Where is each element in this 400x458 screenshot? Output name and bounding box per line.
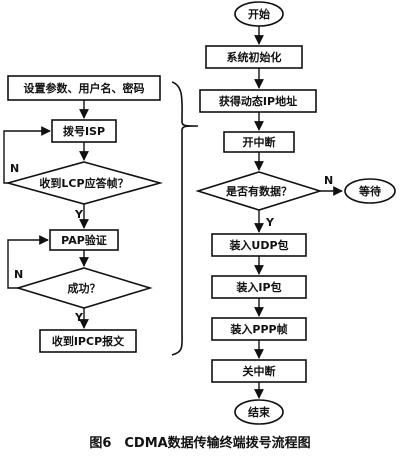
- disable-interrupt-label: 关中断: [243, 364, 276, 378]
- success-yes-label: Y: [74, 311, 84, 324]
- wait-label: 等待: [358, 184, 381, 198]
- lcp-no-label: N: [10, 162, 19, 175]
- figure-caption: 图6 CDMA数据传输终端拨号流程图: [89, 435, 310, 451]
- success-check-label: 成功？: [68, 281, 101, 295]
- ipcp-box: [39, 329, 137, 353]
- ipcp-label: 收到IPCP报文: [52, 334, 125, 348]
- detail-brace: [171, 81, 199, 356]
- enable-interrupt-label: 开中断: [243, 135, 276, 149]
- edge-lcp-no-loop: [3, 126, 51, 184]
- data-no-label: N: [324, 174, 333, 187]
- dial-isp-label: 拨号ISP: [63, 124, 105, 138]
- data-check-label: 是否有数据？: [225, 184, 292, 198]
- load-ppp-label: 装入PPP帧: [229, 322, 287, 336]
- end-terminal: [234, 399, 284, 425]
- success-no-label: N: [14, 268, 23, 281]
- load-ip-label: 装入IP包: [235, 280, 281, 294]
- edge-success-no-loop: [7, 235, 49, 289]
- get-dynamic-ip-label: 获得动态IP地址: [219, 94, 297, 108]
- end-label: 结束: [247, 405, 271, 419]
- data-yes-label: Y: [265, 216, 275, 229]
- system-init-box: [205, 45, 303, 69]
- pap-auth-label: PAP验证: [61, 233, 107, 247]
- setup-params-label: 设置参数、用户名、密码: [24, 81, 145, 95]
- lcp-check-label: 收到LCP应答帧？: [39, 176, 128, 190]
- system-init-label: 系统初始化: [227, 50, 282, 64]
- lcp-yes-label: Y: [74, 208, 84, 221]
- get-dynamic-ip-box: [199, 89, 317, 113]
- wait-terminal: [344, 178, 396, 204]
- start-label: 开始: [248, 7, 270, 21]
- load-udp-label: 装入UDP包: [228, 238, 288, 252]
